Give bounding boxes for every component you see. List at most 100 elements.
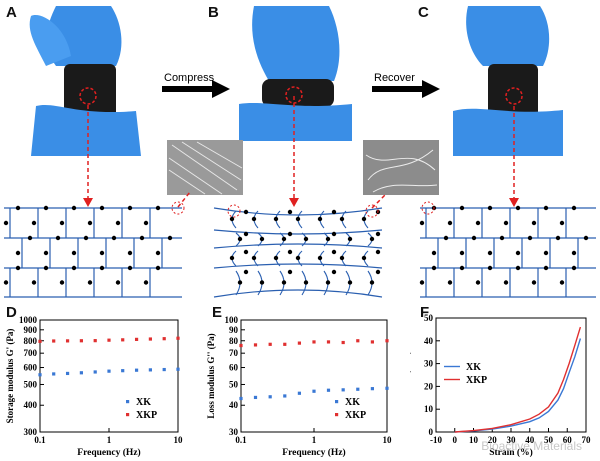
y-tick-label: 70 bbox=[229, 348, 239, 358]
y-tick-label: 80 bbox=[229, 336, 239, 346]
x-tick-label: -10 bbox=[430, 435, 442, 445]
data-point bbox=[370, 340, 375, 344]
data-point bbox=[52, 339, 56, 343]
panel-letter-e: E bbox=[212, 304, 223, 321]
sem-image-compressed bbox=[167, 140, 243, 195]
data-point bbox=[312, 340, 316, 344]
data-point bbox=[148, 337, 152, 341]
panel-letter-d: D bbox=[6, 304, 17, 321]
data-point bbox=[326, 388, 331, 392]
x-tick-label: 10 bbox=[469, 435, 479, 445]
panel-letter-c: C bbox=[418, 4, 429, 21]
x-axis-label: Frequency (Hz) bbox=[282, 447, 345, 458]
y-tick-label: 1000 bbox=[19, 315, 38, 325]
data-point bbox=[297, 341, 302, 345]
x-axis-label: Strain (%) bbox=[489, 447, 533, 458]
data-point bbox=[239, 396, 243, 401]
y-tick-label: 700 bbox=[24, 348, 38, 358]
arrowhead-c bbox=[509, 198, 519, 207]
compress-label: Compress bbox=[164, 72, 215, 84]
y-tick-label: 10 bbox=[424, 404, 434, 414]
data-point bbox=[107, 338, 111, 342]
data-point bbox=[356, 387, 360, 391]
legend-label: XK bbox=[345, 397, 360, 408]
x-tick-label: 10 bbox=[383, 435, 393, 445]
legend-label: XKP bbox=[345, 410, 366, 421]
network-a bbox=[3, 205, 182, 298]
y-tick-label: 100 bbox=[225, 315, 239, 325]
y-axis-label: Stress (KPa) bbox=[410, 351, 411, 399]
y-tick-label: 60 bbox=[229, 363, 239, 373]
data-point bbox=[268, 395, 272, 399]
y-tick-label: 30 bbox=[229, 427, 239, 437]
data-point bbox=[162, 337, 166, 341]
data-point bbox=[134, 337, 139, 341]
series-line bbox=[454, 326, 582, 433]
x-tick-label: 50 bbox=[544, 435, 554, 445]
legend-marker bbox=[126, 400, 130, 404]
data-point bbox=[93, 370, 97, 374]
x-tick-label: 30 bbox=[507, 435, 517, 445]
y-tick-label: 40 bbox=[424, 336, 434, 346]
pointer-sem-a bbox=[177, 191, 191, 208]
data-point bbox=[385, 339, 389, 343]
x-tick-label: 70 bbox=[582, 435, 592, 445]
data-point bbox=[176, 336, 180, 340]
panel-letter-a: A bbox=[6, 4, 17, 21]
y-tick-label: 800 bbox=[24, 336, 38, 346]
y-tick-label: 600 bbox=[24, 363, 38, 373]
x-tick-label: 40 bbox=[525, 435, 535, 445]
data-point bbox=[341, 340, 345, 345]
data-point bbox=[134, 368, 139, 372]
data-point bbox=[93, 339, 97, 343]
x-tick-label: 0 bbox=[453, 435, 458, 445]
photo-b-hydrogel-compressed bbox=[234, 6, 354, 141]
data-point bbox=[239, 343, 243, 348]
network-schematics bbox=[3, 96, 596, 298]
y-tick-label: 50 bbox=[424, 313, 434, 323]
data-point bbox=[253, 395, 258, 400]
photo-a-hydrogel-held bbox=[26, 6, 146, 156]
sem-image-recovered bbox=[363, 140, 439, 195]
data-point bbox=[370, 387, 375, 391]
data-point bbox=[162, 367, 166, 372]
y-axis-label: Loss modulus G'' (Pa) bbox=[206, 333, 216, 418]
y-tick-label: 90 bbox=[229, 325, 239, 335]
network-c bbox=[419, 205, 596, 298]
x-tick-label: 0.1 bbox=[235, 435, 247, 445]
data-point bbox=[312, 389, 316, 393]
data-point bbox=[297, 391, 302, 395]
data-point bbox=[356, 339, 360, 343]
panel-letter-f: F bbox=[420, 304, 430, 321]
data-point bbox=[326, 340, 331, 344]
y-tick-label: 40 bbox=[229, 400, 239, 410]
data-point bbox=[385, 386, 389, 390]
x-tick-label: 1 bbox=[312, 435, 317, 445]
data-point bbox=[283, 342, 287, 346]
y-tick-label: 900 bbox=[24, 325, 38, 335]
y-tick-label: 0 bbox=[429, 427, 434, 437]
x-axis-label: Frequency (Hz) bbox=[77, 447, 140, 458]
legend-label: XK bbox=[136, 397, 151, 408]
y-tick-label: 500 bbox=[24, 379, 38, 389]
data-point bbox=[52, 372, 56, 376]
x-tick-label: 0.1 bbox=[34, 435, 46, 445]
x-tick-label: 1 bbox=[107, 435, 112, 445]
legend-marker bbox=[335, 400, 339, 404]
data-point bbox=[107, 369, 111, 373]
legend-marker bbox=[126, 413, 130, 417]
plot-frame bbox=[435, 317, 587, 433]
recover-label: Recover bbox=[374, 72, 415, 84]
data-point bbox=[121, 369, 125, 373]
data-point bbox=[79, 371, 83, 375]
data-point bbox=[65, 371, 70, 376]
network-b bbox=[213, 207, 383, 298]
data-point bbox=[268, 342, 272, 346]
legend-label: XKP bbox=[466, 375, 487, 386]
data-point bbox=[121, 338, 125, 342]
y-axis-label: Storage modulus G' (Pa) bbox=[5, 329, 15, 424]
